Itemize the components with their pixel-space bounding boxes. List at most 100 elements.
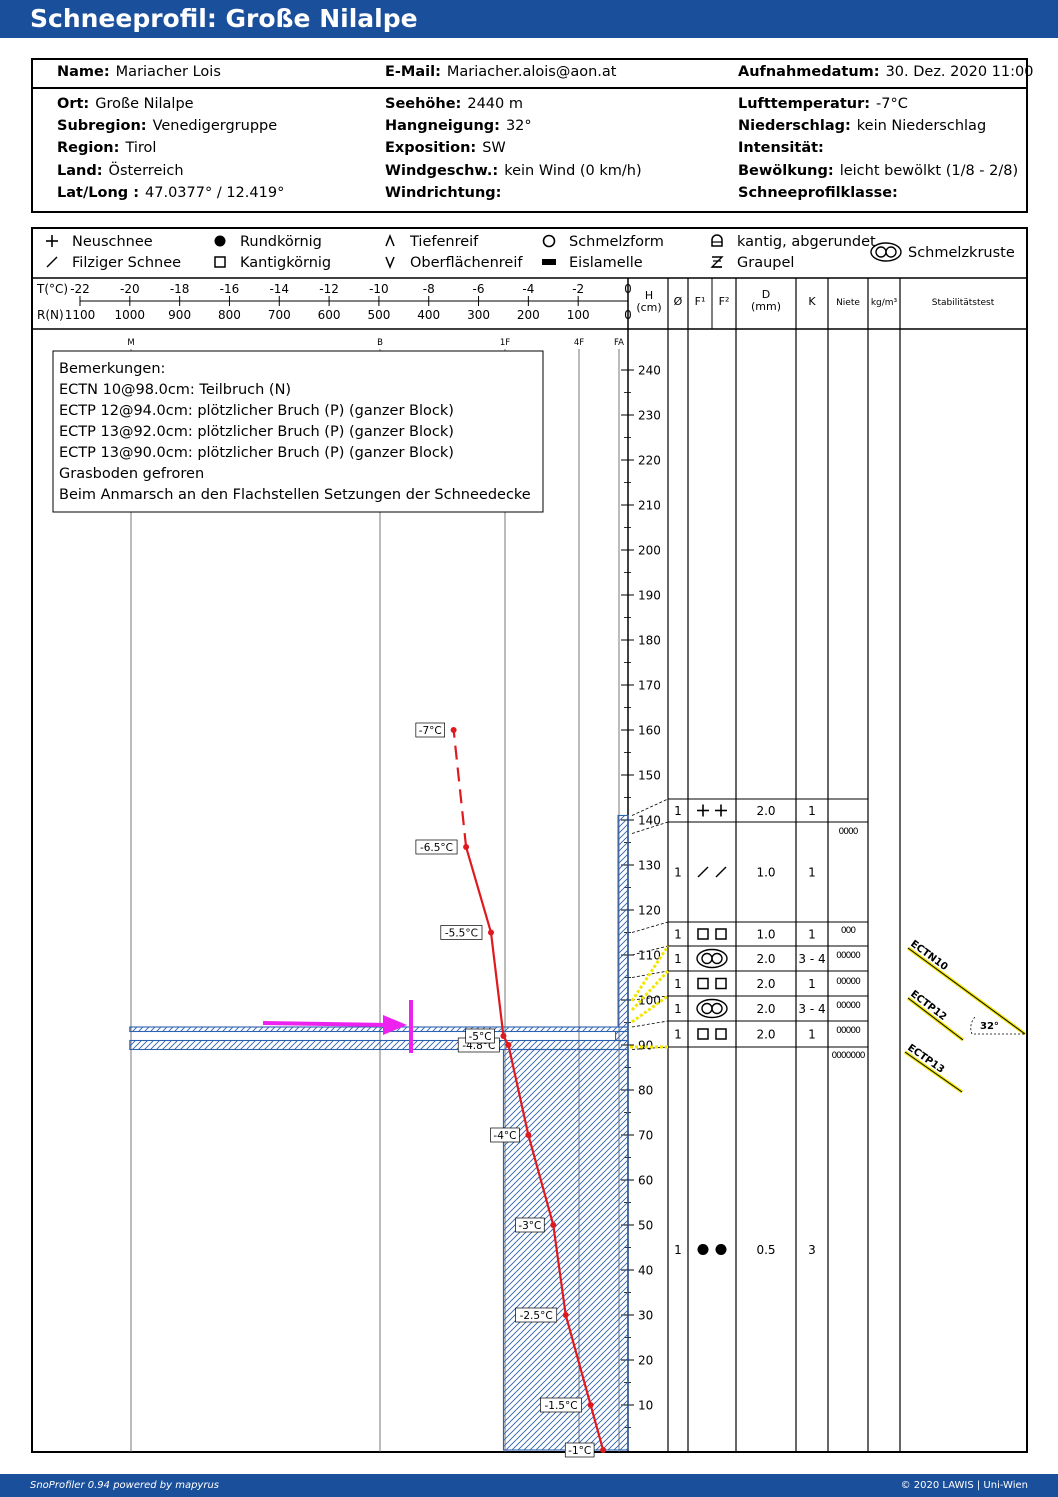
weak-layer-marker <box>262 1000 413 1053</box>
temperature-air-line <box>452 729 468 848</box>
info-windrichtung: Windrichtung: <box>385 185 502 201</box>
info-latlong: Lat/Long :47.0377° / 12.419° <box>57 185 285 201</box>
temperature-point <box>562 1312 569 1318</box>
stability-test-label: ECTP12 <box>908 989 948 1023</box>
hardness-layer <box>614 1030 629 1042</box>
hardness-profile <box>129 814 629 1451</box>
temperature-label: -1.5°C <box>544 1400 577 1412</box>
row-hardness: 3 - 4 <box>798 952 825 966</box>
height-tick-label: 180 <box>638 634 661 648</box>
temperature-label: -3°C <box>518 1220 541 1232</box>
footer-credit: SnoProfiler 0.94 powered by mapyrus <box>30 1480 220 1491</box>
info-ort: Ort:Große Nilalpe <box>57 96 194 112</box>
remarks-line: Beim Anmarsch an den Flachstellen Setzun… <box>59 487 531 503</box>
remarks-box: Bemerkungen:ECTN 10@98.0cm: Teilbruch (N… <box>52 350 544 513</box>
resistance-tick-label: 200 <box>517 308 540 322</box>
legend-label: Rundkörnig <box>240 234 322 250</box>
slope-angle-label: 32° <box>980 1021 999 1032</box>
temperature-point <box>463 844 470 850</box>
row-hardness: 1 <box>808 866 816 880</box>
temperature-label-box <box>415 839 458 855</box>
schmelzkruste-icon <box>870 242 902 262</box>
temp-tick-label: -12 <box>319 282 339 296</box>
filziger-schnee-icon <box>46 256 58 268</box>
marker-arrow-shaft <box>262 1021 387 1027</box>
info-seehoehe: Seehöhe:2440 m <box>385 96 523 112</box>
height-tick-label: 10 <box>638 1399 653 1413</box>
hardness-layer <box>129 1026 629 1033</box>
schmelzform-icon <box>542 234 556 248</box>
row-grain-size: 2.0 <box>756 804 775 818</box>
legend-label: Neuschnee <box>72 234 153 250</box>
row-grain-size: 2.0 <box>756 977 775 991</box>
remarks-line: ECTP 13@92.0cm: plötzlicher Bruch (P) (g… <box>59 424 454 440</box>
height-header: H <box>645 289 653 302</box>
temp-tick-label: -10 <box>369 282 389 296</box>
height-tick-label: 20 <box>638 1354 653 1368</box>
graupel-icon <box>710 256 724 268</box>
kantig-abgerundet-icon <box>711 234 723 247</box>
temperature-label: -5°C <box>469 1031 492 1043</box>
temp-tick-label: -14 <box>269 282 289 296</box>
height-tick-label: 50 <box>638 1219 653 1233</box>
square-icon <box>697 977 709 990</box>
resistance-axis-label: R(N) <box>37 308 64 322</box>
info-windgeschw: Windgeschw.:kein Wind (0 km/h) <box>385 163 642 179</box>
stability-test-line-core <box>907 947 1026 1035</box>
info-name: Name:Mariacher Lois <box>57 64 221 80</box>
height-tick-label: 80 <box>638 1084 653 1098</box>
temp-tick-label: -2 <box>572 282 584 296</box>
layer-connector <box>631 945 669 956</box>
temperature-label-box <box>515 1307 558 1323</box>
profile-info-box: Name:Mariacher Lois E-Mail:Mariacher.alo… <box>31 58 1033 213</box>
resistance-tick-label: 0 <box>624 308 632 322</box>
temperature-point <box>450 727 457 733</box>
profile-frame <box>31 227 1028 1453</box>
eislamelle-icon <box>542 259 556 265</box>
info-land: Land:Österreich <box>57 163 184 179</box>
row-grain-size: 1.0 <box>756 928 775 942</box>
row-hardness: 1 <box>808 977 816 991</box>
niete-value: 0000000 <box>831 1051 865 1061</box>
layer-connector <box>631 921 669 933</box>
melt-crust-icon <box>696 998 728 1019</box>
table-header: kg/m³ <box>871 298 898 308</box>
info-bewoelkung: Bewölkung:leicht bewölkt (1/8 - 2/8) <box>738 163 1019 179</box>
remarks-line: ECTN 10@98.0cm: Teilbruch (N) <box>59 382 291 398</box>
temp-tick-label: -16 <box>220 282 240 296</box>
legend-label: Graupel <box>737 255 794 271</box>
temperature-label: -2.5°C <box>520 1310 553 1322</box>
row-count: 1 <box>674 952 682 966</box>
temperature-point <box>505 1042 512 1048</box>
rundk-rnig-icon <box>214 235 226 247</box>
height-tick-label: 220 <box>638 454 661 468</box>
row-grain-size: 2.0 <box>756 1002 775 1016</box>
row-hardness: 1 <box>808 928 816 942</box>
table-header: K <box>808 295 816 308</box>
temperature-label: -1°C <box>568 1445 591 1457</box>
height-tick-label: 150 <box>638 769 661 783</box>
row-grain-size: 1.0 <box>756 866 775 880</box>
table-header: Niete <box>836 298 860 308</box>
page-title: Schneeprofil: Große Nilalpe <box>0 0 1058 38</box>
table-header: F² <box>719 295 730 308</box>
square-icon <box>715 977 727 990</box>
temperature-label-box <box>415 722 445 738</box>
weak-layer-highlight <box>630 969 670 1012</box>
row-hardness: 3 - 4 <box>798 1002 825 1016</box>
height-tick-label: 40 <box>638 1264 653 1278</box>
row-count: 1 <box>674 928 682 942</box>
row-count: 1 <box>674 804 682 818</box>
niete-value: 00000 <box>836 951 861 961</box>
height-tick-label: 190 <box>638 589 661 603</box>
row-hardness: 3 <box>808 1243 816 1257</box>
temperature-label: -5.5°C <box>445 928 478 940</box>
stability-test-line-core <box>907 997 964 1041</box>
temperature-label-box <box>515 1217 545 1233</box>
slash-icon <box>697 866 709 878</box>
temp-tick-label: -18 <box>170 282 190 296</box>
legend-label: Oberflächenreif <box>410 255 523 271</box>
row-grain-size: 0.5 <box>756 1243 775 1257</box>
